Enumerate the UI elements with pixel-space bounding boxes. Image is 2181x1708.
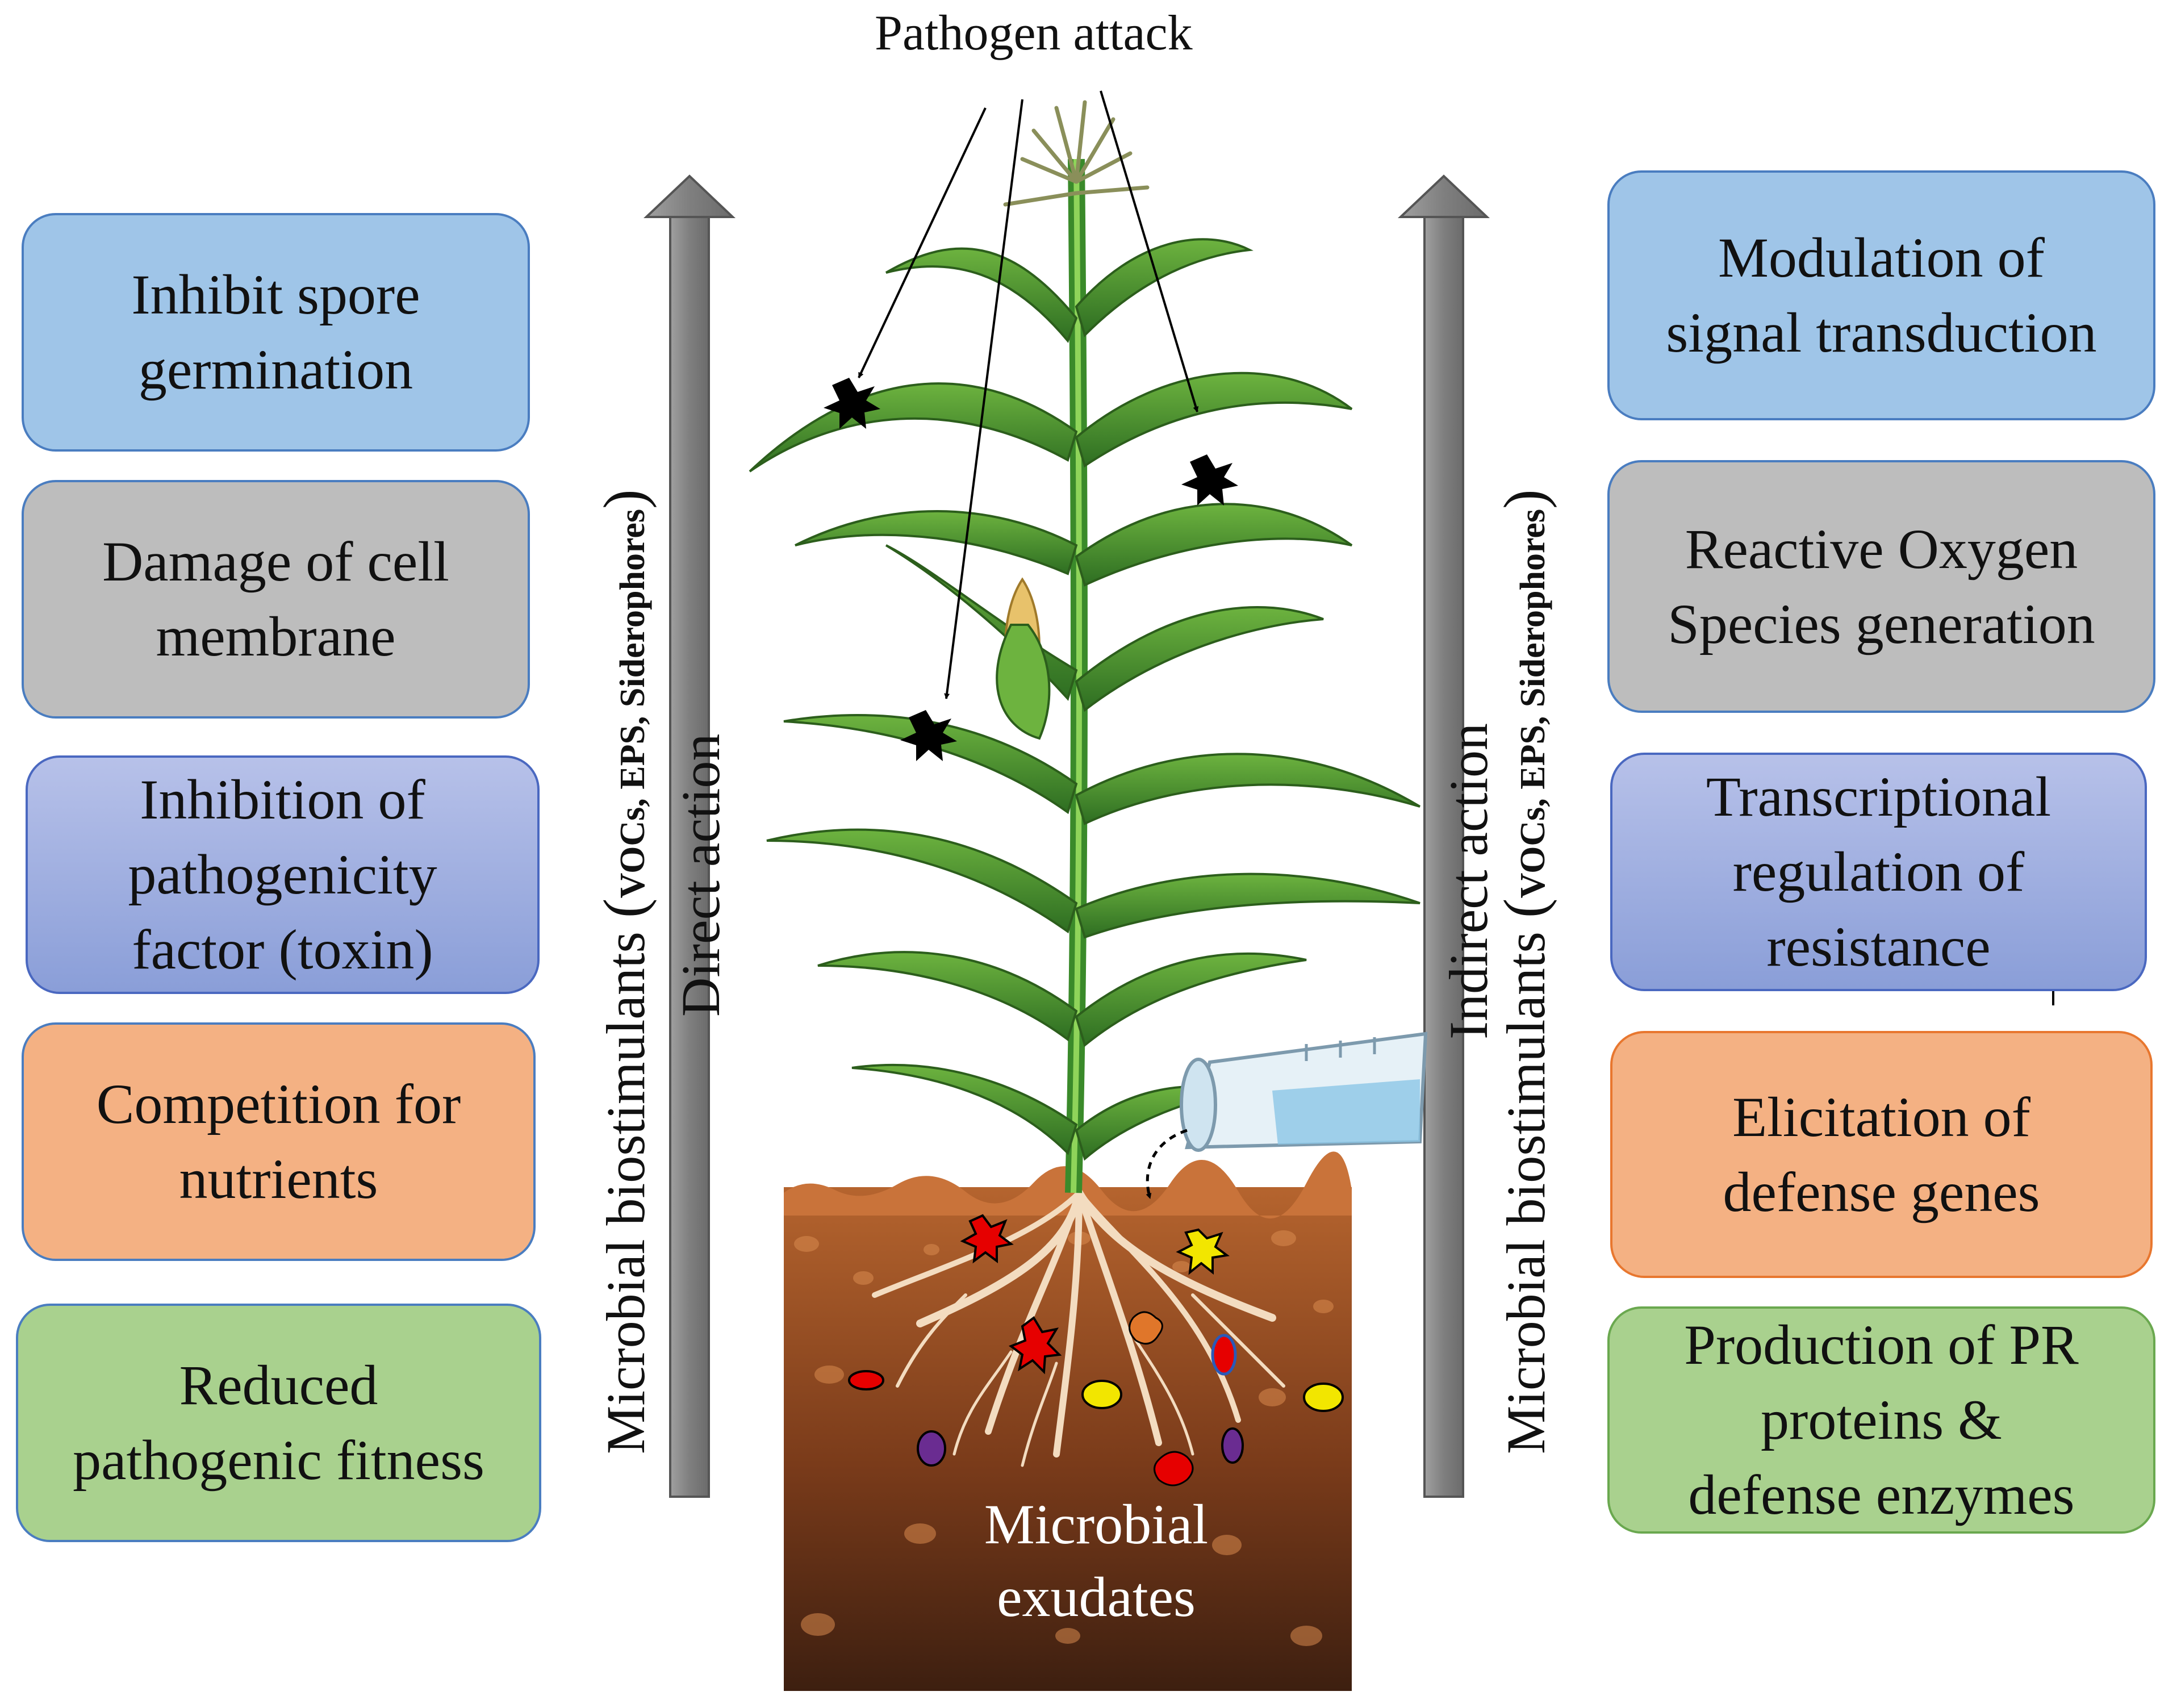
box-ros-generation: Reactive Oxygen Species generation <box>1607 460 2155 713</box>
box-inhibition-pathogenicity-factor: Inhibition of pathogenicity factor (toxi… <box>26 755 540 994</box>
microbial-biostimulants-label-left: Microbial biostimulants (VOCs, EPS, Side… <box>591 489 658 1454</box>
soil-microbes <box>848 1214 1344 1486</box>
box-label: Modulation of signal transduction <box>1666 226 2097 364</box>
box-label: Reactive Oxygen Species generation <box>1668 517 2095 655</box>
box-inhibit-spore-germination: Inhibit spore germination <box>22 213 530 452</box>
box-modulation-signal-transduction: Modulation of signal transduction <box>1607 170 2155 420</box>
indirect-action-arrow <box>1397 174 1490 1498</box>
pathogen-attack-arrows <box>858 90 1199 699</box>
box-elicitation-defense-genes: Elicitation of defense genes <box>1610 1031 2153 1278</box>
biostimulants-main: Microbial biostimulants <box>595 918 656 1454</box>
paren-open: ( <box>592 898 657 918</box>
biostimulants-sub: VOCs, EPS, Siderophores <box>613 508 652 899</box>
beaker-icon <box>1146 1032 1428 1199</box>
box-label: Inhibit spore germination <box>131 263 420 401</box>
indirect-action-label: Indirect action <box>1438 723 1499 1039</box>
biostimulants-sub: VOCs, EPS, Siderophores <box>1514 508 1552 899</box>
plant-tassel <box>1003 100 1150 207</box>
box-label: Reduced pathogenic fitness <box>73 1354 484 1492</box>
soil-block <box>784 1151 1352 1691</box>
box-transcriptional-regulation: Transcriptional regulation of resistance <box>1610 753 2147 991</box>
pathogen-spots <box>824 378 1238 761</box>
box-label: Elicitation of defense genes <box>1723 1085 2040 1223</box>
corn-cob <box>996 577 1051 740</box>
paren-close: ) <box>1492 489 1557 509</box>
biostimulants-main: Microbial biostimulants <box>1495 918 1556 1454</box>
box-label: Inhibition of pathogenicity factor (toxi… <box>128 768 437 981</box>
paren-close: ) <box>592 489 657 509</box>
box-reduced-pathogenic-fitness: Reduced pathogenic fitness <box>16 1304 541 1542</box>
box-label: Transcriptional regulation of resistance <box>1706 765 2052 978</box>
microbial-exudates-label: Microbial exudates <box>984 1493 1209 1628</box>
box-label: Production of PR proteins & defense enzy… <box>1684 1313 2079 1526</box>
box-production-pr-proteins: Production of PR proteins & defense enzy… <box>1607 1306 2155 1534</box>
plant-stem <box>1065 158 1088 1193</box>
box-damage-cell-membrane: Damage of cell membrane <box>22 480 530 719</box>
box-label: Damage of cell membrane <box>102 530 449 668</box>
pathogen-attack-title: Pathogen attack <box>875 6 1193 61</box>
direct-action-arrow <box>643 174 736 1498</box>
paren-open: ( <box>1492 898 1557 918</box>
direct-action-label: Direct action <box>670 733 731 1017</box>
microbial-biostimulants-label-right: Microbial biostimulants (VOCs, EPS, Side… <box>1491 489 1559 1454</box>
box-competition-nutrients: Competition for nutrients <box>22 1022 536 1261</box>
box-label: Competition for nutrients <box>96 1072 461 1210</box>
